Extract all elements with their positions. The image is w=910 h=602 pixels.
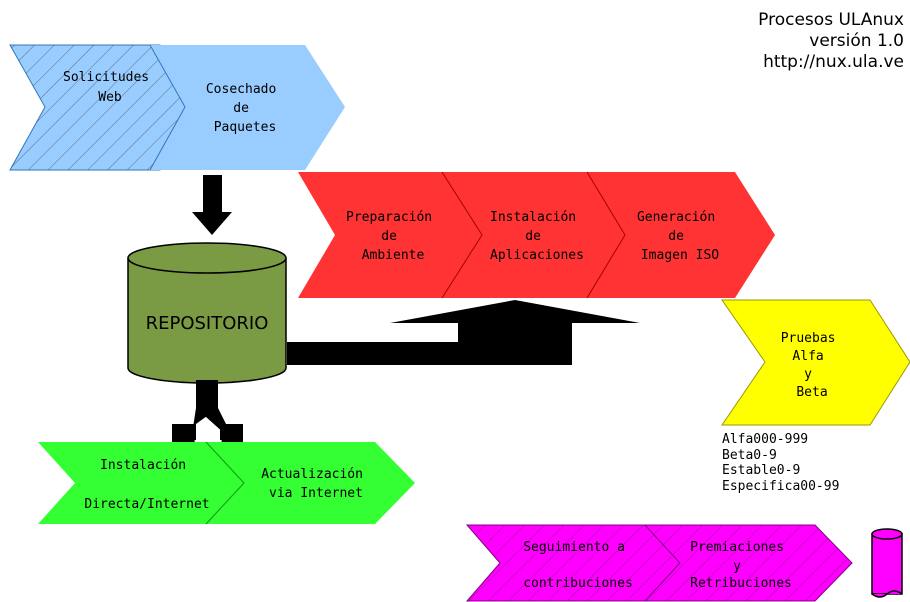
stage-generacion-iso: Generación de Imagen ISO [586, 171, 775, 299]
svg-text:Instalación de Apl: Instalación de Aplicaciones [490, 210, 584, 263]
arrow-down-to-repository [192, 175, 232, 235]
pruebas-line-3: y [804, 367, 812, 382]
preparacion-line-3: Ambiente [362, 248, 425, 263]
instalacion-directa-line-1: Instalación [100, 458, 186, 473]
stage-cosechado-paquetes: Cosechado de Paquetes [149, 44, 345, 171]
arrow-repository-to-distribution [172, 380, 243, 445]
repository-cylinder: REPOSITORIO [127, 242, 287, 384]
svg-text:Actualización via Intern: Actualización via Internet [261, 467, 371, 501]
stage-seguimiento-contribuciones: Seguimiento a contribuciones [465, 524, 681, 602]
svg-text:Cosechado de Paque: Cosechado de Paquetes [206, 82, 284, 135]
version-item: Alfa000-999 [722, 432, 809, 447]
svg-text:Solicitudes Web: Solicitudes Web [63, 70, 157, 105]
stage-instalacion-directa: Instalación Directa/Internet [38, 442, 244, 524]
seguimiento-line-1: Seguimiento a [523, 540, 625, 555]
svg-text:Pruebas Alfa y: Pruebas Alfa y Beta [781, 331, 844, 400]
actualizacion-line-1: Actualización [261, 467, 363, 482]
cosechado-line-2: de [233, 101, 249, 116]
generacion-line-2: de [668, 229, 684, 244]
solicitudes-line-1: Solicitudes [63, 70, 149, 85]
stage-pruebas-alfa-beta: Pruebas Alfa y Beta [721, 299, 910, 426]
preparacion-line-1: Preparación [346, 210, 432, 225]
cosechado-line-1: Cosechado [206, 82, 276, 97]
generacion-line-1: Generación [637, 210, 715, 225]
premiaciones-line-1: Premiaciones [690, 540, 784, 555]
repository-label: REPOSITORIO [146, 313, 269, 334]
solicitudes-line-2: Web [98, 90, 122, 105]
seguimiento-line-2: contribuciones [523, 576, 633, 591]
stage-preparacion-ambiente: Preparación de Ambiente [298, 172, 482, 298]
preparacion-line-2: de [381, 229, 397, 244]
scroll-icon [871, 528, 903, 598]
instalacion-apps-line-1: Instalación [490, 210, 576, 225]
stage-instalacion-aplicaciones: Instalación de Aplicaciones [441, 171, 625, 299]
actualizacion-line-2: via Internet [269, 486, 363, 501]
stage-premiaciones-retribuciones: Premiaciones y Retribuciones [643, 524, 853, 602]
pruebas-line-4: Beta [796, 385, 827, 400]
stage-solicitudes-web: Solicitudes Web [9, 44, 196, 171]
pruebas-line-2: Alfa [792, 349, 823, 364]
svg-text:Preparación de Amb: Preparación de Ambiente [346, 210, 440, 263]
version-item: Estable0-9 [722, 463, 801, 478]
instalacion-apps-line-3: Aplicaciones [490, 248, 584, 263]
header: Procesos ULAnux versión 1.0 http://nux.u… [758, 10, 904, 73]
generacion-line-3: Imagen ISO [641, 248, 719, 263]
version-item: Especifica00-99 [722, 478, 840, 494]
svg-text:Premiaciones y Ret: Premiaciones y Retribuciones [690, 540, 792, 591]
instalacion-apps-line-2: de [525, 229, 541, 244]
pruebas-line-1: Pruebas [781, 331, 836, 346]
svg-text:Seguimiento a contribuci: Seguimiento a contribuciones [523, 540, 633, 591]
svg-text:Instalación Directa/Inte: Instalación Directa/Internet [84, 458, 209, 512]
stage-actualizacion: Actualización via Internet [205, 441, 415, 525]
arrow-repository-to-build [287, 300, 640, 365]
cosechado-line-3: Paquetes [214, 120, 277, 135]
premiaciones-line-2: y [733, 559, 741, 574]
header-url: http://nux.ula.ve [763, 52, 904, 72]
premiaciones-line-3: Retribuciones [690, 576, 792, 591]
header-title: Procesos ULAnux [758, 10, 904, 30]
version-list: Alfa000-999 Beta0-9 Estable0-9 Especific… [722, 432, 839, 494]
version-item: Beta0-9 [722, 447, 777, 463]
svg-text:Generación de Imag: Generación de Imagen ISO [637, 210, 723, 263]
header-version: versión 1.0 [809, 31, 904, 51]
instalacion-directa-line-2: Directa/Internet [84, 497, 209, 512]
